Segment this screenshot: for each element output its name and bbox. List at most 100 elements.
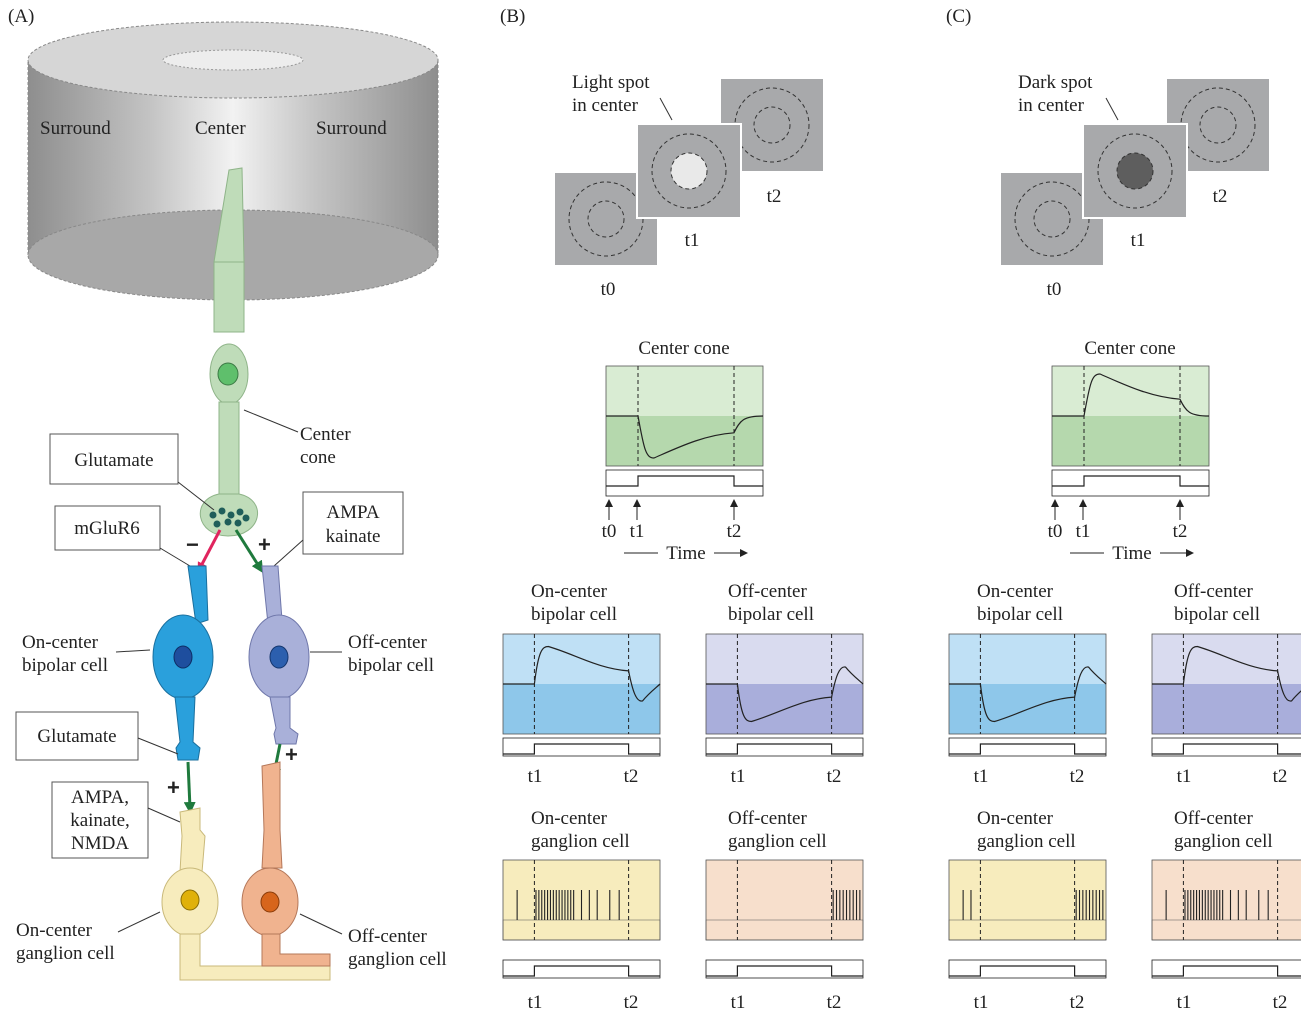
on-ganglion-graph-baseline bbox=[948, 919, 1107, 941]
time-tick-label-1: t1 bbox=[1076, 521, 1091, 542]
time-tick-label-0: t0 bbox=[1048, 521, 1063, 542]
panel-b-tag: (B) bbox=[500, 6, 525, 27]
frame-label-t2: t2 bbox=[767, 186, 782, 207]
time-axis-label: Time bbox=[1112, 543, 1151, 564]
off-ganglion-stimulus bbox=[706, 965, 863, 977]
surround-left-label: Surround bbox=[40, 118, 111, 139]
cone-stimulus-box bbox=[605, 469, 764, 497]
ampa-kainate-line1: AMPA bbox=[326, 502, 379, 523]
on-bipolar-stimulus bbox=[503, 743, 660, 755]
on-ganglion-stim-t2: t2 bbox=[624, 992, 639, 1013]
glutamate-bottom-box bbox=[15, 711, 139, 761]
mglur6-box bbox=[54, 505, 161, 551]
off-bipolar-stimulus bbox=[1152, 743, 1301, 755]
off-ganglion-stimulus bbox=[1152, 965, 1301, 977]
stim-frame-t0-center-ring bbox=[1033, 200, 1071, 238]
on-center-bipolar-cell bbox=[152, 565, 214, 761]
mglur6-label: mGluR6 bbox=[74, 518, 139, 539]
on-ganglion-graph-spikes bbox=[516, 890, 620, 920]
frame-label-t2: t2 bbox=[1213, 186, 1228, 207]
off-ganglion-stim-t1: t1 bbox=[731, 992, 746, 1013]
off-bipolar-title-line2: bipolar cell bbox=[728, 604, 814, 625]
on-bipolar-graph-lower bbox=[503, 684, 660, 734]
cone-graph-lower bbox=[1052, 416, 1209, 466]
spot-label-leader bbox=[1105, 97, 1119, 121]
off-bipolar-title-line2: bipolar cell bbox=[1174, 604, 1260, 625]
plus-sign-on: + bbox=[167, 775, 180, 800]
off-center-bipolar-cell bbox=[248, 565, 310, 745]
off-bipolar-stimulus-box bbox=[705, 737, 864, 757]
off-ganglion-stim-t2: t2 bbox=[1273, 992, 1288, 1013]
on-ganglion-title-line1: On-center bbox=[531, 808, 608, 829]
stim-frame-t2-surround-ring bbox=[1180, 87, 1256, 163]
stim-frame-t0-center-ring bbox=[587, 200, 625, 238]
on-bipolar-stim-t2: t2 bbox=[624, 766, 639, 787]
stim-frame-t2-center-ring bbox=[1199, 106, 1237, 144]
glutamate-top-box bbox=[49, 433, 179, 485]
cone-stimulus-trace bbox=[606, 475, 763, 487]
time-tick-label-1: t1 bbox=[630, 521, 645, 542]
stim-frame-t1-surround-ring bbox=[1097, 133, 1173, 209]
off-ganglion-stimulus-box bbox=[1151, 959, 1301, 979]
stim-frame-t1 bbox=[636, 123, 742, 219]
on-ganglion-stimulus bbox=[949, 965, 1106, 977]
on-pathway-arrow bbox=[183, 761, 196, 814]
on-ganglion-graph-spikes bbox=[962, 890, 1104, 920]
time-tick-label-2: t2 bbox=[727, 521, 742, 542]
time-tick-label-0: t0 bbox=[602, 521, 617, 542]
minus-sign: − bbox=[186, 532, 199, 557]
plus-sign-top: + bbox=[258, 532, 271, 557]
off-ganglion-graph-spikes bbox=[832, 890, 861, 920]
on-ganglion-label-line1: On-center bbox=[16, 920, 93, 941]
inhibitory-arrow bbox=[197, 529, 222, 573]
off-ganglion-graph-baseline bbox=[705, 919, 864, 941]
on-ganglion-stimulus-box bbox=[948, 959, 1107, 979]
on-ganglion-title-line2: ganglion cell bbox=[977, 831, 1076, 852]
ampa-nmda-line3: NMDA bbox=[71, 833, 129, 854]
on-bipolar-stim-t1: t1 bbox=[528, 766, 543, 787]
off-ganglion-graph-spikes bbox=[1165, 890, 1269, 920]
frame-label-t1: t1 bbox=[1131, 230, 1146, 251]
off-ganglion-label-line2: ganglion cell bbox=[348, 949, 447, 970]
surround-right-label: Surround bbox=[316, 118, 387, 139]
off-bipolar-trace bbox=[706, 666, 864, 723]
on-ganglion-stim-t1: t1 bbox=[974, 992, 989, 1013]
off-bipolar-stim-t2: t2 bbox=[1273, 766, 1288, 787]
plus-sign-off: + bbox=[285, 742, 298, 767]
on-bipolar-stim-t1: t1 bbox=[974, 766, 989, 787]
off-ganglion-stimulus-box bbox=[705, 959, 864, 979]
frame-label-t1: t1 bbox=[685, 230, 700, 251]
spot-label-line1: Light spot bbox=[572, 72, 650, 93]
off-bipolar-stim-t1: t1 bbox=[1177, 766, 1192, 787]
time-tick-label-2: t2 bbox=[1173, 521, 1188, 542]
cone-graph-upper bbox=[1052, 366, 1209, 416]
off-bipolar-trace bbox=[1152, 645, 1301, 702]
ampa-nmda-box bbox=[51, 781, 149, 859]
stim-frame-t1-frame bbox=[1082, 123, 1188, 219]
cone-graph-title: Center cone bbox=[638, 338, 729, 359]
ampa-kainate-line2: kainate bbox=[326, 526, 381, 547]
off-ganglion-stim-t2: t2 bbox=[827, 992, 842, 1013]
on-ganglion-stim-t2: t2 bbox=[1070, 992, 1085, 1013]
off-bipolar-graph-lower bbox=[1152, 684, 1301, 734]
on-bipolar-trace bbox=[503, 645, 661, 702]
cone-stimulus-trace bbox=[1052, 475, 1209, 487]
on-ganglion-graph-baseline bbox=[502, 919, 661, 941]
on-bipolar-title-line2: bipolar cell bbox=[977, 604, 1063, 625]
cone-stimulus-box bbox=[1051, 469, 1210, 497]
ampa-nmda-line2: kainate, bbox=[70, 810, 130, 831]
on-bipolar-label-line1: On-center bbox=[22, 632, 99, 653]
on-bipolar-label-line2: bipolar cell bbox=[22, 655, 108, 676]
off-center-ganglion-cell bbox=[241, 761, 331, 967]
spot-label-line2: in center bbox=[1018, 95, 1085, 116]
stim-frame-t1-spot bbox=[670, 152, 708, 190]
on-bipolar-trace bbox=[949, 666, 1107, 723]
ampa-nmda-line1: AMPA, bbox=[71, 787, 129, 808]
on-bipolar-title-line1: On-center bbox=[977, 581, 1054, 602]
off-ganglion-graph-border bbox=[1151, 859, 1301, 941]
off-bipolar-label-line2: bipolar cell bbox=[348, 655, 434, 676]
cone-graph-lower bbox=[606, 416, 763, 466]
off-bipolar-stimulus-box bbox=[1151, 737, 1301, 757]
center-cone-label-line1: Center bbox=[300, 424, 351, 445]
